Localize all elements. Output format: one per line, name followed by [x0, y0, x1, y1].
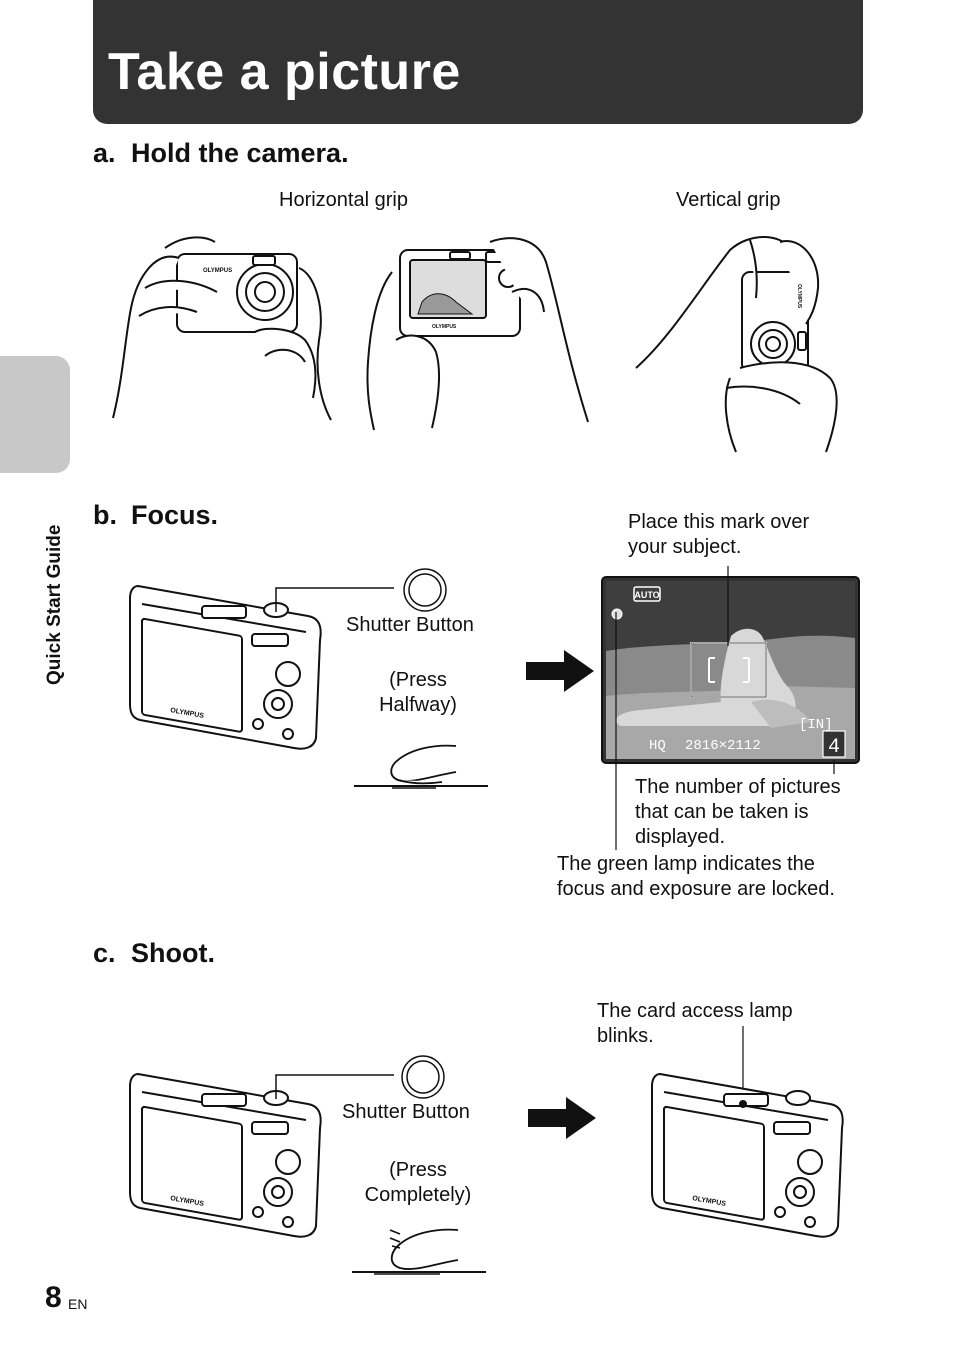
- camera-back-illustration-card-lamp: OLYMPUS: [651, 1072, 844, 1238]
- shutter-button-label-focus: Shutter Button: [346, 614, 474, 636]
- press-halfway-label: (Press Halfway): [379, 669, 457, 716]
- svg-text:OLYMPUS: OLYMPUS: [432, 324, 457, 330]
- arrow-right-icon: [526, 650, 594, 692]
- title-bar: [93, 0, 863, 124]
- lcd-mode-icon: AUTO: [634, 590, 659, 600]
- lcd-memory-indicator: [IN]: [799, 717, 833, 733]
- green-lamp-note: The green lamp indicates the focus and e…: [557, 853, 835, 900]
- horizontal-grip-front-illustration: OLYMPUS: [112, 236, 332, 421]
- vertical-grip-label: Vertical grip: [676, 189, 781, 211]
- lcd-shot-count: 4: [828, 736, 840, 759]
- svg-text:OLYMPUS: OLYMPUS: [203, 268, 232, 274]
- shutter-button-label-shoot: Shutter Button: [342, 1101, 470, 1123]
- shutter-callout-shoot: [275, 1055, 445, 1099]
- horizontal-grip-label: Horizontal grip: [279, 189, 408, 211]
- section-a-heading: a.Hold the camera.: [93, 138, 349, 168]
- arrow-right-icon: [528, 1097, 596, 1139]
- section-c-heading: c.Shoot.: [93, 938, 215, 968]
- camera-back-illustration-focus: OLYMPUS: [129, 584, 322, 750]
- page-language: EN: [68, 1296, 88, 1312]
- page-number: 8: [45, 1281, 62, 1314]
- lcd-callout-lines: [615, 566, 835, 850]
- section-b-heading: b.Focus.: [93, 500, 219, 530]
- lcd-quality: HQ: [649, 738, 666, 754]
- page-title: Take a picture: [108, 43, 461, 101]
- side-tab-label: Quick Start Guide: [44, 524, 65, 685]
- lcd-preview-screen: AUTO [IN] HQ 2816×2112 4: [601, 576, 860, 764]
- shot-count-note: The number of pictures that can be taken…: [635, 776, 841, 848]
- svg-text:OLYMPUS: OLYMPUS: [796, 284, 802, 309]
- shutter-callout-focus: [275, 568, 447, 612]
- press-completely-label: (Press Completely): [364, 1159, 472, 1206]
- horizontal-grip-back-illustration: OLYMPUS: [366, 237, 589, 431]
- finger-press-completely-illustration: [352, 1228, 486, 1275]
- focus-mark-note: Place this mark over your subject.: [628, 511, 810, 558]
- side-tab: [0, 356, 70, 473]
- vertical-grip-illustration: OLYMPUS: [635, 236, 838, 453]
- camera-back-illustration-shoot: OLYMPUS: [129, 1072, 322, 1238]
- lcd-resolution: 2816×2112: [685, 738, 761, 754]
- card-access-note: The card access lamp blinks.: [597, 1000, 793, 1047]
- finger-press-halfway-illustration: [354, 744, 488, 789]
